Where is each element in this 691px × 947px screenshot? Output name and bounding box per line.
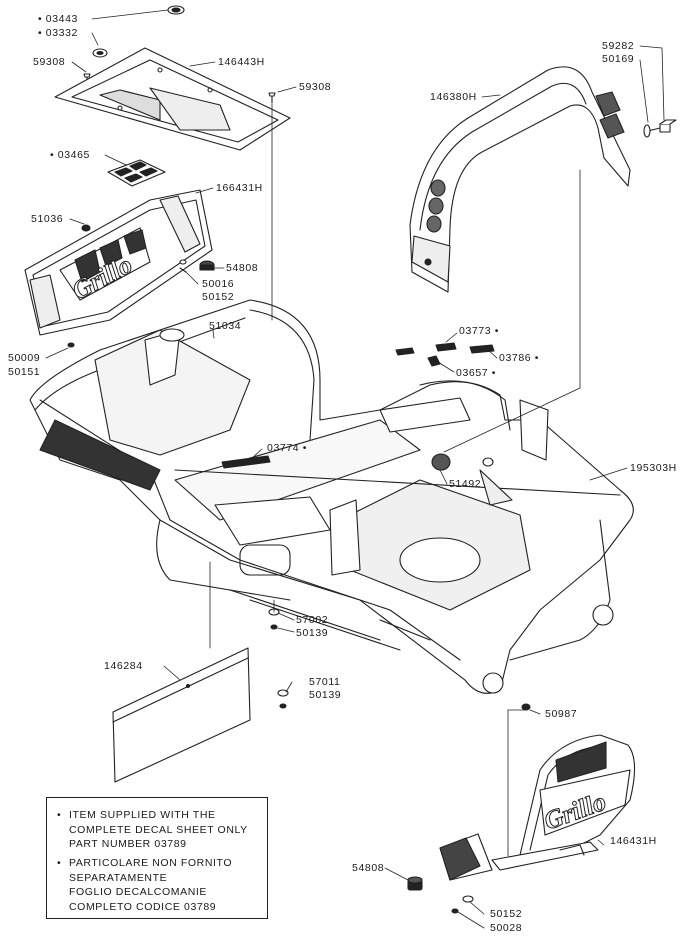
label-50139-a: 50139 xyxy=(296,627,329,639)
label-50139-b: 50139 xyxy=(309,689,342,701)
label-59308-a: 59308 xyxy=(33,56,66,68)
decals-03773-03786-03657 xyxy=(395,342,495,367)
main-frame-195303H xyxy=(29,299,634,694)
label-03443: • 03443 xyxy=(38,13,78,25)
decal-sheet-note: • ITEM SUPPLIED WITH THE COMPLETE DECAL … xyxy=(46,797,268,919)
label-51036: 51036 xyxy=(31,213,64,225)
label-50152-b: 50152 xyxy=(490,908,523,920)
nut-50987 xyxy=(521,703,531,711)
label-50987: 50987 xyxy=(545,708,578,720)
grille-166431H xyxy=(24,189,213,336)
label-03332: • 03332 xyxy=(38,27,78,39)
cover-plate-146443H xyxy=(54,47,291,151)
label-03773: 03773 • xyxy=(459,325,499,337)
note-text-it: PARTICOLARE NON FORNITO SEPARATAMENTE FO… xyxy=(69,857,233,913)
label-50009: 50009 xyxy=(8,352,41,364)
label-57002: 57002 xyxy=(296,614,329,626)
label-195303H: 195303H xyxy=(630,462,677,474)
washer-03332 xyxy=(92,48,108,58)
note-bullet-it: • xyxy=(57,857,62,869)
label-166431H: 166431H xyxy=(216,182,263,194)
leader-lines xyxy=(45,9,665,929)
label-51492: 51492 xyxy=(449,478,482,490)
label-51034: 51034 xyxy=(209,320,242,332)
label-59308-b: 59308 xyxy=(299,81,332,93)
washer-03443 xyxy=(167,5,185,15)
label-59282: 59282 xyxy=(602,40,635,52)
roll-bar-146380H xyxy=(409,66,631,293)
label-146284: 146284 xyxy=(104,660,143,672)
decal-03465 xyxy=(107,159,166,187)
label-03774: 03774 • xyxy=(267,442,307,454)
label-54808-b: 54808 xyxy=(352,862,385,874)
nut-51036 xyxy=(81,224,91,232)
bolt-50152-bottom xyxy=(451,895,474,914)
label-57011: 57011 xyxy=(309,676,341,688)
label-146380H: 146380H xyxy=(430,91,477,103)
bumper-146431H xyxy=(439,734,636,881)
label-146443H: 146443H xyxy=(218,56,265,68)
label-50169: 50169 xyxy=(602,53,635,65)
note-italian: • PARTICOLARE NON FORNITO SEPARATAMENTE … xyxy=(57,856,232,914)
label-03465: • 03465 xyxy=(50,149,90,161)
label-50151: 50151 xyxy=(8,366,41,378)
cap-54808-bottom xyxy=(407,876,423,891)
label-50028: 50028 xyxy=(490,922,523,934)
bolt-50016 xyxy=(179,259,187,273)
label-50152-a: 50152 xyxy=(202,291,235,303)
washer-50009 xyxy=(67,342,75,348)
label-50016: 50016 xyxy=(202,278,235,290)
label-03786: 03786 • xyxy=(499,352,539,364)
washer-57011 xyxy=(277,689,289,709)
label-03657: 03657 • xyxy=(456,367,496,379)
label-54808-a: 54808 xyxy=(226,262,259,274)
cap-54808-top xyxy=(199,260,215,271)
note-english: • ITEM SUPPLIED WITH THE COMPLETE DECAL … xyxy=(57,808,248,852)
note-text-en: ITEM SUPPLIED WITH THE COMPLETE DECAL SH… xyxy=(69,809,248,850)
bolt-59282 xyxy=(643,119,677,138)
plate-146284 xyxy=(112,647,251,783)
screw-59308-right xyxy=(268,92,276,104)
label-146431H: 146431H xyxy=(610,835,657,847)
note-bullet-en: • xyxy=(57,809,62,821)
